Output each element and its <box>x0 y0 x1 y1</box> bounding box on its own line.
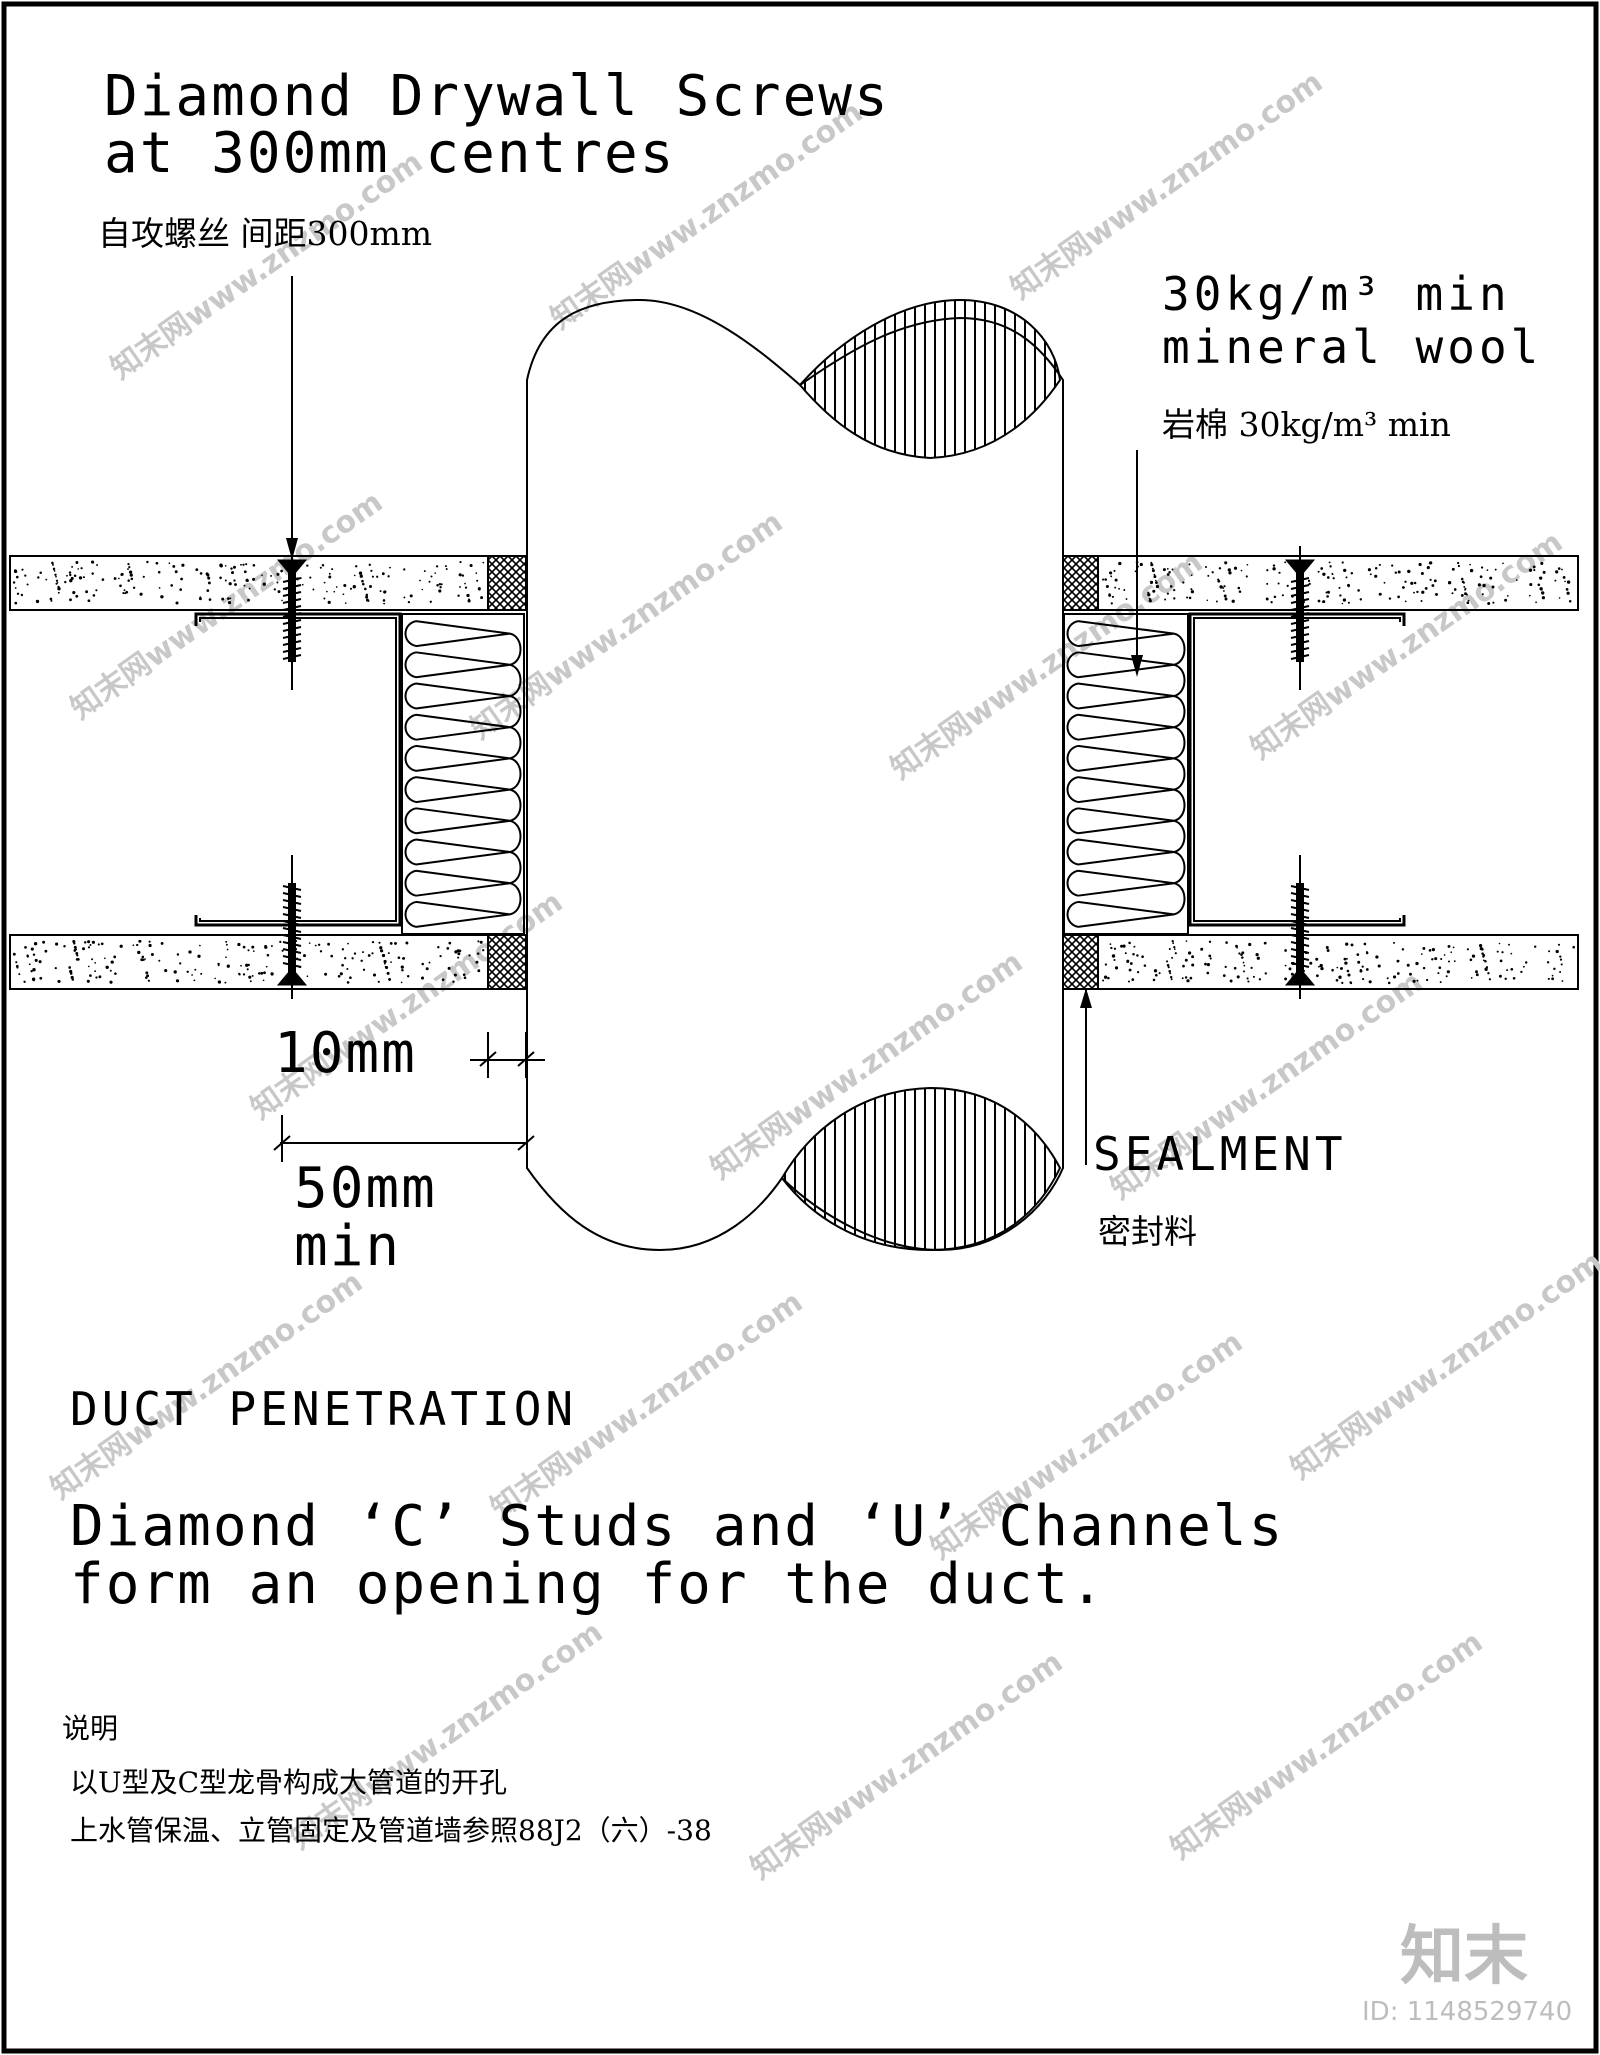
wool-label-en-2: mineral wool <box>1162 320 1542 374</box>
description-line-1: Diamond ‘C’ Studs and ‘U’ Channels <box>70 1494 1284 1559</box>
mineral-wool-right <box>1063 613 1189 935</box>
screw-top-left <box>276 546 308 690</box>
watermark-logo: 知末 <box>1400 1920 1528 1994</box>
mineral-wool-left <box>401 613 525 935</box>
wall-board-bottom-right <box>1097 934 1579 990</box>
screw-label-en-2: at 300mm centres <box>104 121 675 186</box>
screw-bottom-right <box>1284 855 1316 999</box>
screw-label-cn: 自攻螺丝 间距300mm <box>98 214 432 253</box>
notes-line-1-cn: 以U型及C型龙骨构成大管道的开孔 <box>70 1766 507 1799</box>
watermark-id: ID: 1148529740 <box>1362 1997 1572 2027</box>
wool-label-en-1: 30kg/m³ min <box>1162 267 1511 321</box>
sealant-top-right <box>1062 555 1099 611</box>
screw-leader-arrow <box>286 538 298 560</box>
wool-leader-arrow <box>1131 655 1143 677</box>
dim-10mm <box>470 1032 545 1078</box>
sealment-label-cn: 密封料 <box>1098 1212 1197 1251</box>
gap-dimension-label: 10mm <box>274 1021 417 1086</box>
wool-label-cn: 岩棉 30kg/m³ min <box>1162 405 1451 444</box>
clearance-dimension-label-2: min <box>294 1214 401 1279</box>
dim-50mm <box>273 1115 535 1162</box>
sealant-bottom-left <box>487 934 527 990</box>
screw-label-en-1: Diamond Drywall Screws <box>104 64 890 129</box>
sealment-leader-arrow <box>1080 988 1092 1008</box>
c-stud-left <box>194 612 402 927</box>
notes-line-2-cn: 上水管保温、立管固定及管道墙参照88J2（六）-38 <box>70 1814 712 1847</box>
wall-board-top-left <box>9 555 489 611</box>
screw-bottom-left <box>276 855 308 999</box>
sealant-top-left <box>487 555 527 611</box>
screw-top-right <box>1284 546 1316 690</box>
duct-break-bottom <box>780 1086 1062 1252</box>
sealment-label-en: SEALMENT <box>1093 1127 1347 1181</box>
sealant-bottom-right <box>1062 934 1099 990</box>
c-stud-right <box>1188 612 1406 927</box>
clearance-dimension-label-1: 50mm <box>294 1156 437 1221</box>
notes-heading-cn: 说明 <box>62 1712 118 1745</box>
duct-break-top <box>798 298 1062 460</box>
drawing-title: DUCT PENETRATION <box>70 1382 577 1436</box>
description-line-2: form an opening for the duct. <box>70 1552 1106 1617</box>
duct-outline <box>526 298 1064 1252</box>
